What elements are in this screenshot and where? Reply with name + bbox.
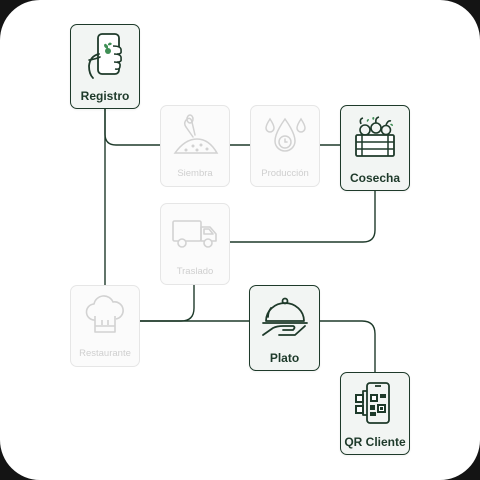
connector-plato-qr xyxy=(319,320,376,372)
node-registro[interactable]: Registro xyxy=(70,24,140,109)
connector-cosecha-traslado xyxy=(230,191,376,243)
chef-hat-icon xyxy=(71,286,139,344)
node-label: Restaurante xyxy=(79,348,131,359)
node-label: Plato xyxy=(269,351,300,365)
connector-traslado-plato xyxy=(140,284,195,322)
node-label: Traslado xyxy=(176,266,214,277)
serving-cloche-icon xyxy=(250,286,319,348)
node-cosecha[interactable]: Cosecha xyxy=(340,105,410,191)
node-label: QR Cliente xyxy=(344,435,406,449)
phone-qr-code-icon xyxy=(341,373,409,432)
water-drops-timer-icon xyxy=(251,106,319,164)
hand-planting-seed-icon xyxy=(161,106,229,164)
node-plato[interactable]: Plato xyxy=(249,285,320,371)
hand-holding-phone-icon xyxy=(71,25,139,86)
node-traslado[interactable]: Traslado xyxy=(160,203,230,285)
node-label: Producción xyxy=(261,168,309,179)
node-label: Cosecha xyxy=(349,171,401,185)
node-label: Siembra xyxy=(177,168,213,179)
node-siembra[interactable]: Siembra xyxy=(160,105,230,187)
node-produccion[interactable]: Producción xyxy=(250,105,320,187)
node-qr-cliente[interactable]: QR Cliente xyxy=(340,372,410,455)
node-restaurante[interactable]: Restaurante xyxy=(70,285,140,367)
node-label: Registro xyxy=(80,89,130,103)
delivery-truck-icon xyxy=(161,204,229,262)
vegetable-crate-icon xyxy=(341,106,409,168)
